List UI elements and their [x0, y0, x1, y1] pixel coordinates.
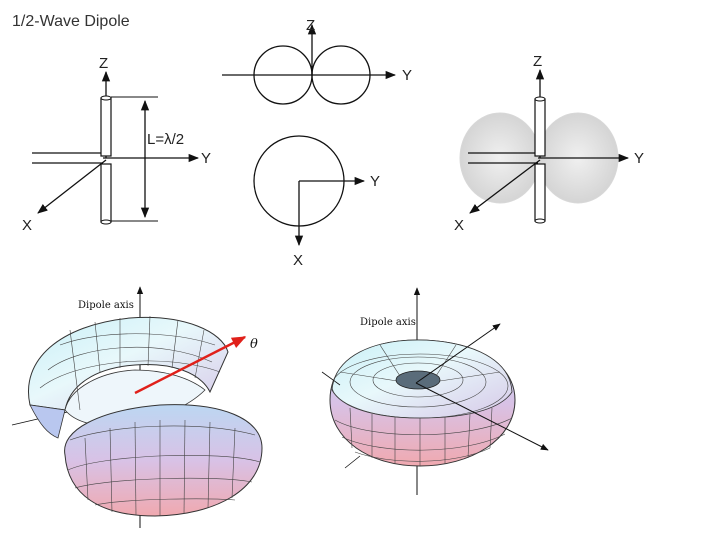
dipole-axis-label: Dipole axis — [360, 317, 416, 328]
full-torus-panel: Dipole axis — [321, 287, 549, 495]
cutaway-torus-panel: Dipole axis — [11, 286, 263, 528]
x-axis-label: X — [454, 217, 464, 234]
x-axis-label: X — [293, 252, 303, 269]
y-axis-arrow — [415, 323, 501, 384]
z-axis-label: Z — [99, 55, 108, 72]
x-axis-arrow — [37, 159, 107, 214]
lower-dipole-element — [534, 163, 546, 222]
torus-upper-shell — [28, 316, 229, 411]
e-plane-pattern-panel: Y Z — [222, 17, 412, 105]
y-axis-label: Y — [634, 150, 644, 167]
torus-center-hole — [395, 370, 441, 390]
diagram-title: 1/2-Wave Dipole — [12, 13, 130, 30]
x-axis-label: X — [22, 217, 32, 234]
dipole-pattern-panel: Y Z X — [454, 53, 644, 234]
e-plane-lobe-right — [311, 45, 371, 105]
z-axis-label: Z — [533, 53, 542, 70]
length-label: L=λ/2 — [147, 131, 184, 148]
x-axis-arrow — [415, 382, 549, 451]
upper-dipole-element — [534, 98, 546, 157]
dipole-geometry-panel: Y Z X L=λ/2 — [22, 55, 211, 234]
y-axis-label: Y — [402, 67, 412, 84]
h-plane-pattern-panel: Y X — [253, 135, 380, 269]
y-axis-label: Y — [370, 173, 380, 190]
torus-lower-shell — [64, 404, 263, 517]
z-axis-label: Z — [306, 17, 315, 34]
y-axis-label: Y — [201, 150, 211, 167]
theta-label: θ — [250, 337, 258, 352]
upper-dipole-element — [100, 97, 112, 157]
x-axis-arrow — [469, 159, 541, 214]
dipole-axis-label: Dipole axis — [78, 300, 134, 311]
theta-direction-arrow — [134, 335, 247, 395]
lower-dipole-element — [100, 163, 112, 223]
